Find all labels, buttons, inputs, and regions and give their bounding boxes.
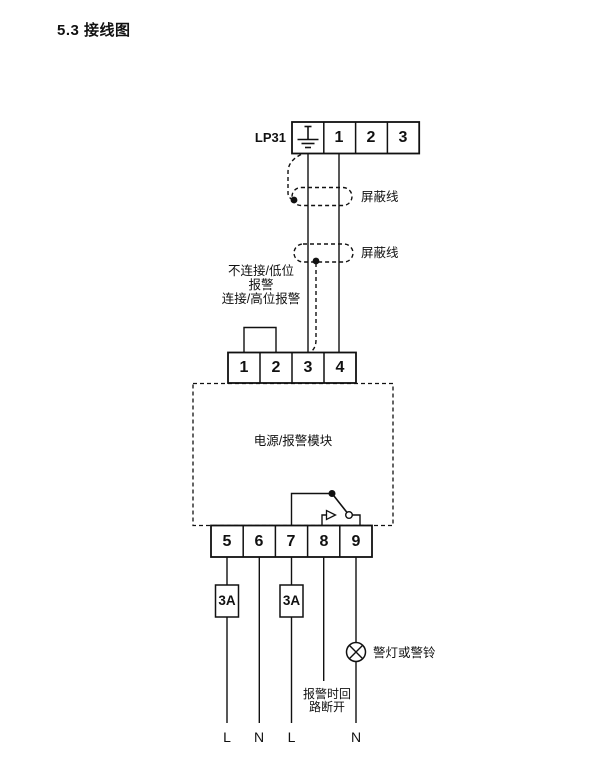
module-name: 电源/报警模块 [253, 434, 333, 448]
fuse-left-label: 3A [218, 593, 236, 608]
section-title: 5.3 接线图 [57, 22, 131, 39]
relay-nc-contact-circle [345, 511, 354, 520]
module-top-terminal-1: 1 [239, 359, 249, 376]
lp31-terminal-3: 3 [398, 129, 408, 146]
alarm-note-line1: 报警时回 [302, 687, 351, 701]
relay-pivot-dot [328, 490, 336, 497]
shield-top-junction-dot [290, 196, 298, 204]
jumper-wire [243, 326, 277, 353]
module-bottom-terminal-5: 5 [222, 533, 232, 550]
lp31-terminal-1: 1 [334, 129, 344, 146]
shielded-cable-top [287, 153, 353, 207]
module-top-terminal-3: 3 [303, 359, 313, 376]
power-label-l2: L [287, 729, 296, 745]
lamp-icon [345, 641, 367, 663]
shield-top-icon [291, 186, 353, 207]
signal-wires [307, 153, 340, 353]
jumper-note-line2: 报警 [248, 278, 274, 292]
lp31-terminal-2: 2 [366, 129, 376, 146]
power-label-n2: N [350, 729, 362, 745]
shield-top-label: 屏蔽线 [361, 190, 399, 204]
module-bottom-terminal-block [210, 524, 373, 558]
module-bottom-terminal-6: 6 [254, 533, 264, 550]
lp31-terminal-block [291, 121, 421, 155]
jumper-note: 不连接/低位 报警 连接/高位报警 [198, 264, 324, 306]
shield-bottom-icon [293, 243, 354, 263]
lamp-label: 警灯或警铃 [373, 646, 436, 660]
lp31-label: LP31 [254, 130, 286, 145]
module-bottom-terminal-7: 7 [286, 533, 296, 550]
shield-bottom-junction-dot [312, 257, 320, 265]
alarm-note: 报警时回 路断开 [282, 688, 372, 714]
relay-no-contact-arrow [325, 509, 337, 521]
alarm-note-line2: 路断开 [308, 700, 345, 714]
power-label-n1: N [253, 729, 265, 745]
module-bottom-terminal-9: 9 [351, 533, 361, 550]
fuse-left [214, 584, 240, 618]
jumper-note-line3: 连接/高位报警 [221, 292, 301, 306]
power-label-l1: L [223, 729, 231, 745]
ground-icon [297, 125, 319, 149]
module-bottom-terminal-8: 8 [319, 533, 329, 550]
jumper-note-line1: 不连接/低位 [228, 264, 294, 278]
shielded-cable-bottom [293, 243, 354, 354]
shield-bottom-label: 屏蔽线 [361, 246, 399, 260]
output-wires [226, 557, 357, 723]
relay-contact-icon [290, 490, 361, 526]
module-top-terminal-block [227, 351, 357, 384]
module-outline [192, 382, 394, 527]
module-top-terminal-2: 2 [271, 359, 281, 376]
fuse-right-label: 3A [282, 593, 301, 608]
fuse-right [279, 584, 304, 618]
module-top-terminal-4: 4 [335, 359, 345, 376]
